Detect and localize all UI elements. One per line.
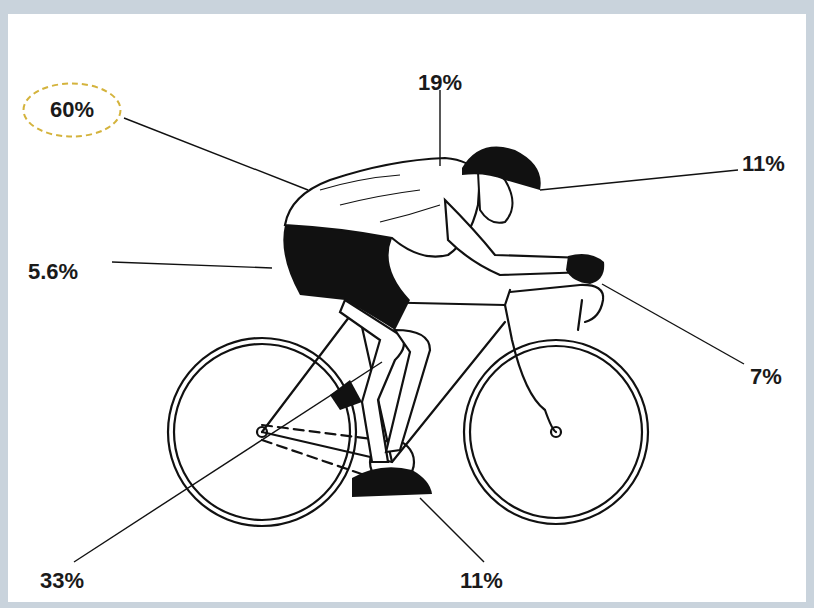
callout-number: 33%: [40, 570, 84, 592]
callout-number: 11%: [742, 153, 785, 175]
callout-number: 19%: [418, 72, 462, 94]
white-panel: [8, 14, 806, 602]
callout-number: 5.6%: [28, 261, 78, 283]
circled-callout: 60%: [22, 82, 122, 138]
callout-number: 11%: [460, 570, 503, 592]
callout-number: 60%: [50, 99, 94, 121]
callout-number: 7%: [750, 366, 782, 388]
